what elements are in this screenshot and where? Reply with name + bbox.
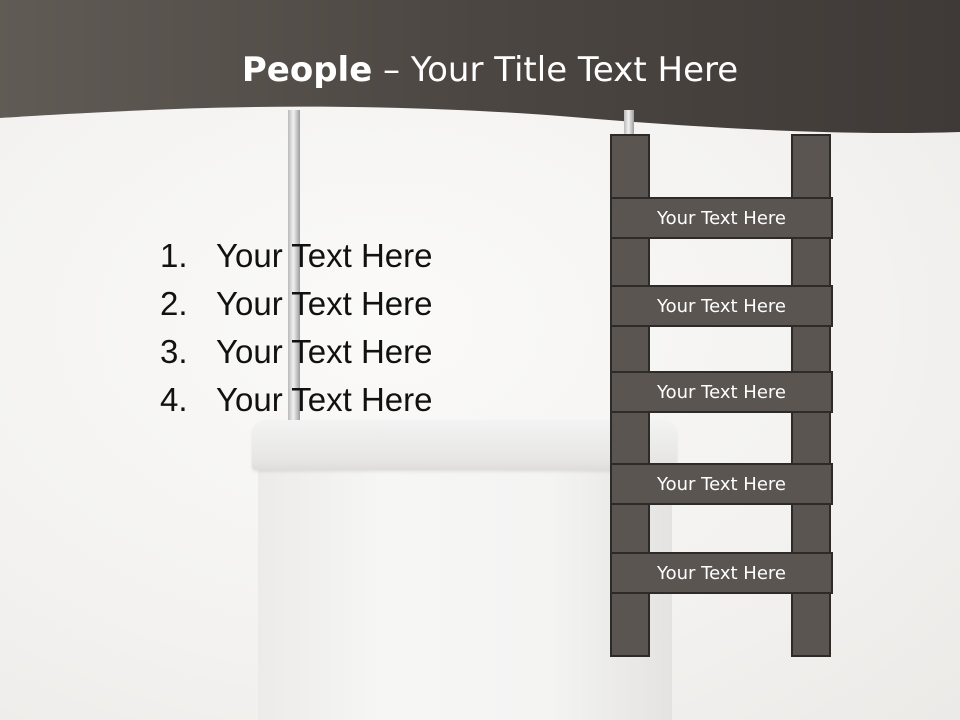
page-title: People – Your Title Text Here <box>0 50 960 90</box>
booth-counter-body <box>258 468 672 720</box>
ladder-graphic: Your Text Here Your Text Here Your Text … <box>610 134 835 659</box>
ladder-rung-1: Your Text Here <box>610 197 833 239</box>
list-item-number: 4. <box>160 381 188 418</box>
list-item-text: Your Text Here <box>216 381 433 418</box>
booth-pole-left <box>288 110 300 435</box>
numbered-list: 1. Your Text Here 2. Your Text Here 3. Your… <box>160 232 432 424</box>
list-item-text: Your Text Here <box>216 333 433 370</box>
ladder-rung-5: Your Text Here <box>610 552 833 594</box>
ladder-rung-2: Your Text Here <box>610 285 833 327</box>
title-rest: – Your Title Text Here <box>372 50 739 90</box>
list-item-text: Your Text Here <box>216 285 433 322</box>
list-item-text: Your Text Here <box>216 237 433 274</box>
ladder-rung-3: Your Text Here <box>610 371 833 413</box>
list-item-number: 2. <box>160 285 188 322</box>
list-item: 4. Your Text Here <box>160 376 432 424</box>
list-item-number: 1. <box>160 237 188 274</box>
title-bold: People <box>241 50 373 90</box>
ladder-rung-4: Your Text Here <box>610 463 833 505</box>
booth-pole-right <box>624 110 634 150</box>
header-band <box>0 0 960 134</box>
list-item-number: 3. <box>160 333 188 370</box>
booth-counter-top <box>252 420 677 470</box>
list-item: 2. Your Text Here <box>160 280 432 328</box>
list-item: 3. Your Text Here <box>160 328 432 376</box>
list-item: 1. Your Text Here <box>160 232 432 280</box>
